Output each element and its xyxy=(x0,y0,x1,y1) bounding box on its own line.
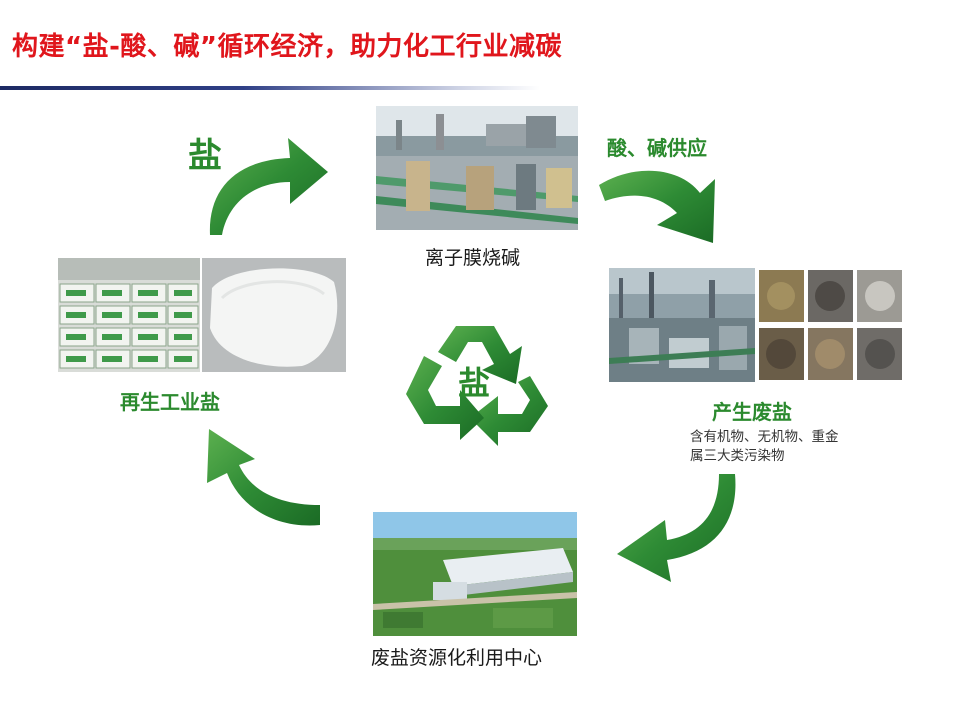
curved-arrow-icon xyxy=(207,429,320,526)
title-underline xyxy=(0,86,540,90)
acid-alkali-supply-label: 酸、碱供应 xyxy=(607,136,707,160)
curved-arrow-icon xyxy=(617,474,736,582)
facility-aerial-photo xyxy=(373,512,577,636)
curved-arrow-icon xyxy=(599,170,715,243)
node-label-waste-salt: 产生废盐 xyxy=(712,400,792,424)
waste-salt-note-line1: 含有机物、无机物、重金 xyxy=(690,429,839,445)
waste-salt-samples-photo xyxy=(758,268,904,382)
curved-arrow-icon xyxy=(209,138,328,235)
salt-bags-photo xyxy=(58,258,200,372)
waste-salt-note: 含有机物、无机物、重金 属三大类污染物 xyxy=(690,428,839,466)
waste-salt-note-line2: 属三大类污染物 xyxy=(690,448,785,464)
salt-arrow-label: 盐 xyxy=(188,136,222,176)
page-title: 构建“盐-酸、碱”循环经济，助力化工行业减碳 xyxy=(12,32,562,62)
chemical-plant-aerial-photo xyxy=(609,268,755,382)
node-label-regenerated-salt: 再生工业盐 xyxy=(120,390,220,414)
white-salt-photo xyxy=(202,258,346,372)
recycle-icon xyxy=(406,326,548,446)
industrial-plant-photo xyxy=(376,106,578,230)
recycle-center-label: 盐 xyxy=(458,364,491,402)
node-label-recycling-center: 废盐资源化利用中心 xyxy=(371,647,543,669)
node-label-ion-membrane-caustic: 离子膜烧碱 xyxy=(425,247,521,269)
